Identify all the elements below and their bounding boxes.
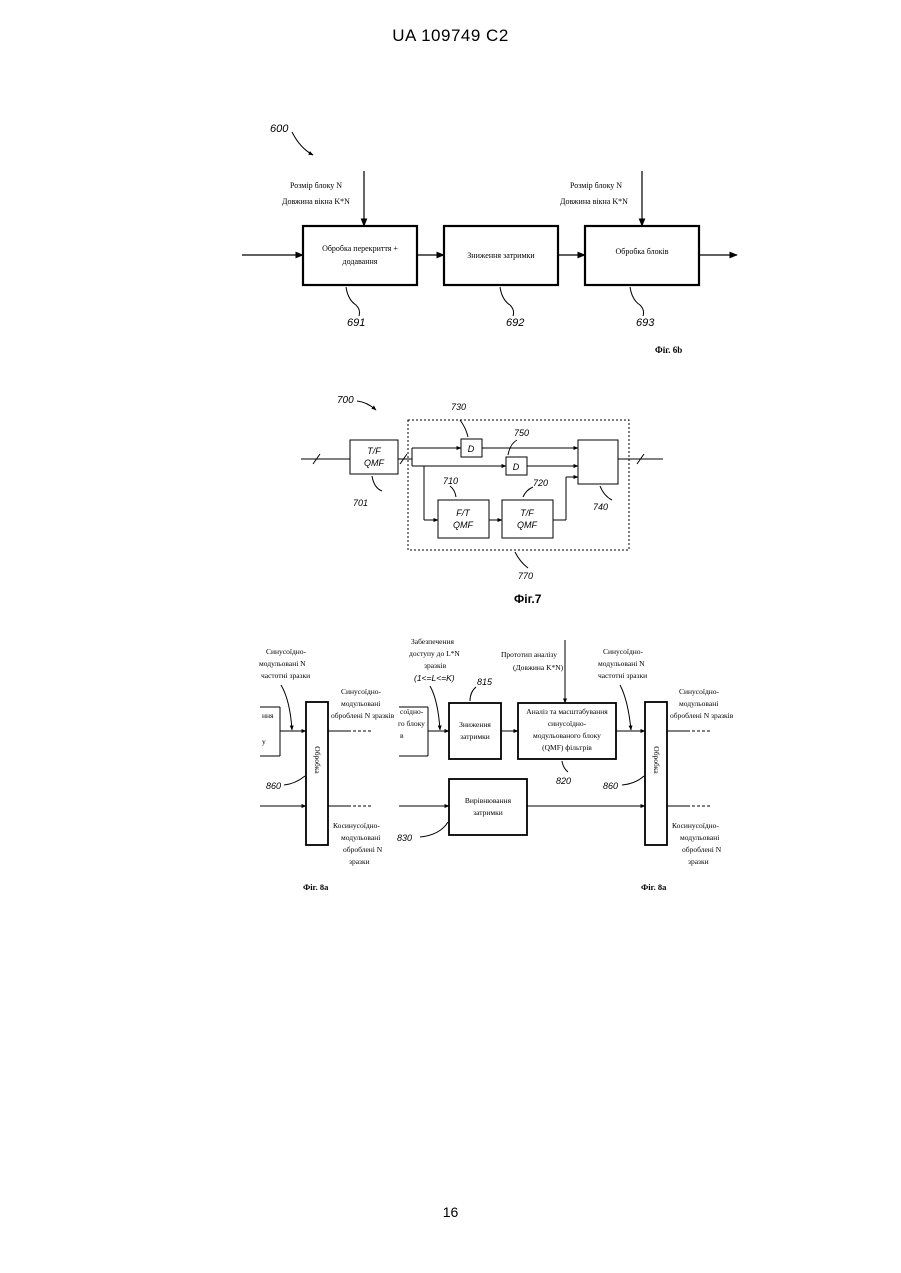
fig7-block-ft-qmf: [438, 500, 489, 538]
fig8a-left-out-sin-3: оброблені N зразків: [331, 711, 395, 720]
fig8a-prototype-1: Прототип аналізу: [501, 650, 557, 659]
fig8a-ref-830: 830: [397, 833, 412, 843]
fig6b-ref-693: 693: [636, 317, 655, 329]
fig8a-access-label-1: Забезпечення: [411, 637, 454, 646]
fig8a-left-top-label-2: модульовані N: [259, 659, 306, 668]
fig7-caption: Фіг.7: [514, 592, 542, 606]
fig8a-right-out-cos-3: оброблені N: [682, 845, 722, 854]
fig8a-right-top-label-1: Синусоїдно-: [603, 647, 644, 656]
fig7-ref-770: 770: [518, 571, 533, 581]
fig7-tfmid-line2: QMF: [517, 520, 537, 530]
fig8a-right-processing-label: Обробка: [652, 746, 661, 774]
fig8a-left-out-sin-2: модульовані: [341, 699, 380, 708]
fig8a-left-out-cos-3: оброблені N: [343, 845, 383, 854]
fig7-block-tf-qmf-mid: [502, 500, 553, 538]
fig8a-right-top-label-2: модульовані N: [598, 659, 645, 668]
fig8a-analysis-3: модульованого блоку: [533, 731, 601, 740]
fig7-tf-line2: QMF: [364, 458, 384, 468]
fig8a-prototype-2: (Довжина K*N): [513, 663, 564, 672]
fig6b-ref-691: 691: [347, 317, 365, 329]
fig8a-right-out-sin-2: модульовані: [679, 699, 718, 708]
fig8a-right-out-cos-2: модульовані: [680, 833, 719, 842]
fig6b-ref-692: 692: [506, 317, 524, 329]
fig8a-caption-right: Фіг. 8a: [641, 882, 667, 892]
fig8a-left-out-cos-1: Косинусоїдно-: [333, 821, 380, 830]
fig8a-left-processing-label: Обробка: [313, 746, 322, 774]
fig7-ref-701: 701: [353, 498, 368, 508]
fig8a-ref-820: 820: [556, 776, 571, 786]
fig7-tf-line1: T/F: [367, 446, 381, 456]
fig8a-access-label-2: доступу до L*N: [409, 649, 460, 658]
fig8a-delay-reduction-1: Зниження: [459, 720, 491, 729]
fig8a-right-out-cos-4: зразки: [688, 857, 709, 866]
fig7-ref-710: 710: [443, 476, 458, 486]
fig8a-left-ref-860: 860: [266, 781, 281, 791]
fig7-tfmid-line1: T/F: [520, 508, 534, 518]
fig8a-analysis-2: синусоїдно-: [548, 719, 587, 728]
fig7-ft-line2: QMF: [453, 520, 473, 530]
fig8a-left-out-sin-1: Синусоїдно-: [341, 687, 382, 696]
fig7-ref-730: 730: [451, 402, 466, 412]
figure-6b: 600 Розмір блоку N Довжина вікна K*N Роз…: [242, 123, 737, 355]
fig8a-left-top-label-3: частотні зразки: [261, 671, 310, 680]
fig8a-left-top-label-1: Синусоїдно-: [266, 647, 307, 656]
fig6b-box1-line2: додавання: [343, 257, 378, 266]
fig8a-mid-partial-3: в: [400, 731, 404, 740]
fig7-d2-label: D: [513, 462, 520, 472]
fig7-d1-label: D: [468, 444, 475, 454]
fig7-ref-700: 700: [337, 395, 354, 406]
fig8a-analysis-4: (QMF) фільтрів: [542, 743, 592, 752]
fig8a-access-condition: (1<=L<=K): [414, 673, 455, 683]
fig8a-left-box-text-1: ння: [262, 711, 274, 720]
fig8a-left-out-cos-2: модульовані: [341, 833, 380, 842]
fig8a-right-out-cos-1: Косинусоїдно-: [672, 821, 719, 830]
fig8a-right-top-label-3: частотні зразки: [598, 671, 647, 680]
fig8a-ref-815: 815: [477, 677, 493, 687]
fig8a-left-box-text-2: у: [262, 737, 266, 746]
fig8a-analysis-1: Аналіз та масштабування: [526, 707, 608, 716]
fig8a-delay-align-1: Вирівнювання: [465, 796, 512, 805]
fig6b-box1-line1: Обробка перекриття +: [322, 244, 398, 253]
fig6b-box-overlap-add: [303, 226, 417, 285]
fig8a-right-out-sin-1: Синусоїдно-: [679, 687, 720, 696]
fig6b-input2-line1: Розмір блоку N: [570, 181, 622, 190]
fig8a-box-delay-alignment: [449, 779, 527, 835]
fig8a-right-ref-860: 860: [603, 781, 618, 791]
fig7-ref-750: 750: [514, 428, 529, 438]
fig7-block-740: [578, 440, 618, 484]
fig8a-delay-align-2: затримки: [473, 808, 503, 817]
fig8a-mid-partial-2: го блоку: [398, 719, 425, 728]
fig6b-caption: Фіг. 6b: [655, 345, 682, 355]
fig6b-box3-label: Обробка блоків: [616, 247, 669, 256]
fig6b-input1-line2: Довжина вікна K*N: [282, 197, 350, 206]
fig8a-access-label-3: зразків: [424, 661, 447, 670]
fig8a-caption-left: Фіг. 8a: [303, 882, 329, 892]
page-number: 16: [0, 1204, 901, 1220]
fig8a-left-out-cos-4: зразки: [349, 857, 370, 866]
fig7-ref-720: 720: [533, 478, 548, 488]
fig6b-input1-line1: Розмір блоку N: [290, 181, 342, 190]
fig6b-ref-600: 600: [270, 123, 289, 135]
fig8a-right-out-sin-3: оброблені N зразків: [670, 711, 734, 720]
fig6b-input2-line2: Довжина вікна K*N: [560, 197, 628, 206]
fig8a-box-delay-reduction: [449, 703, 501, 759]
figure-8a: Синусоїдно- модульовані N частотні зразк…: [259, 637, 734, 892]
fig7-ft-line1: F/T: [456, 508, 471, 518]
fig6b-box2-label: Зниження затримки: [467, 251, 535, 260]
fig8a-mid-partial-1: соїдно-: [400, 707, 424, 716]
figure-7: 700 T/F QMF 701 D 730 D 750 F/T QMF 710: [301, 395, 663, 606]
fig8a-delay-reduction-2: затримки: [460, 732, 490, 741]
fig7-ref-740: 740: [593, 502, 608, 512]
